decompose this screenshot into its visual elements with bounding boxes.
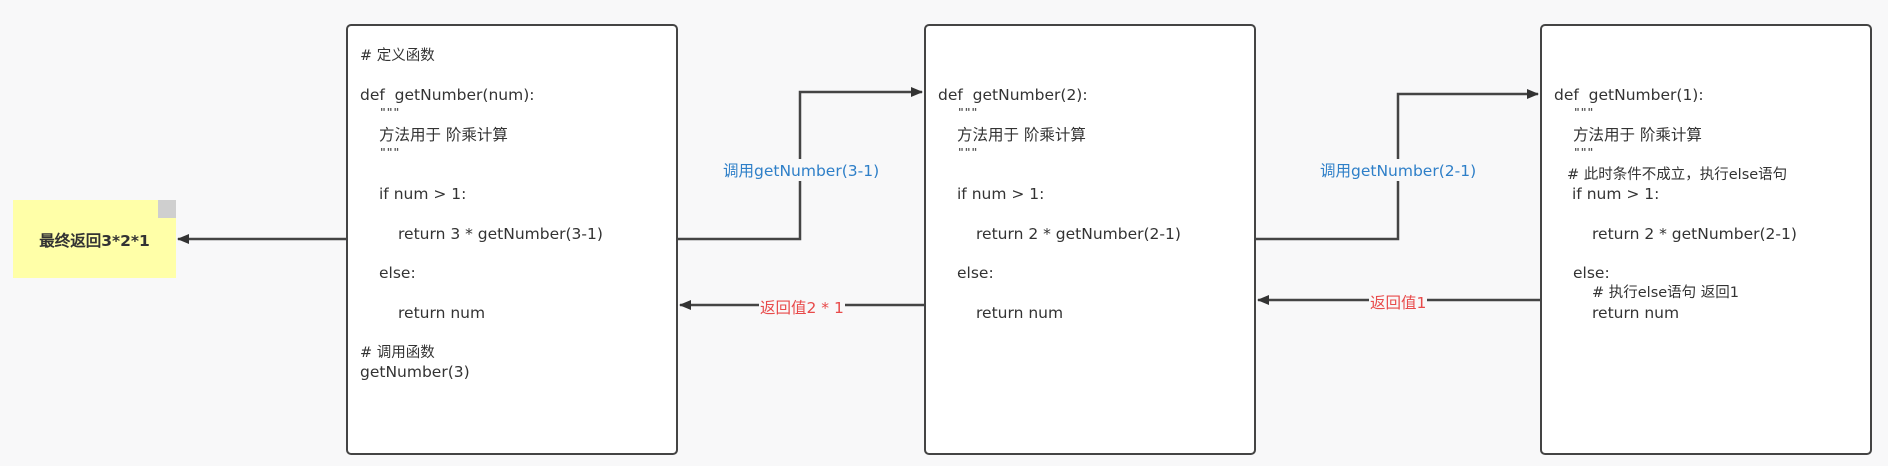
- comment-define: # 定义函数: [360, 48, 435, 64]
- if-line: if num > 1:: [957, 185, 1045, 203]
- def-line: def getNumber(2):: [938, 86, 1088, 104]
- note-fold-corner: [158, 200, 176, 218]
- docstring-open: """: [958, 106, 979, 119]
- docstring-text: 方法用于 阶乘计算: [379, 126, 508, 144]
- edge-label-return-1: 返回值2 * 1: [759, 296, 845, 318]
- call-line: getNumber(3): [360, 363, 470, 381]
- return-num-line: return num: [976, 304, 1064, 322]
- docstring-open: """: [1574, 106, 1595, 119]
- docstring-open: """: [380, 106, 401, 119]
- return-recursive-line: return 2 * getNumber(2-1): [1592, 225, 1797, 243]
- if-line: if num > 1:: [1572, 185, 1660, 203]
- else-line: else:: [957, 264, 994, 282]
- docstring-text: 方法用于 阶乘计算: [1573, 126, 1702, 144]
- return-recursive-line: return 3 * getNumber(3-1): [398, 225, 603, 243]
- code-box-getnumber-1: def getNumber(1): """ 方法用于 阶乘计算 """ # 此时…: [1540, 24, 1872, 455]
- edge-label-call-1: 调用getNumber(3-1): [722, 159, 881, 181]
- docstring-close: """: [1574, 146, 1595, 159]
- comment-condition: # 此时条件不成立，执行else语句: [1567, 167, 1788, 183]
- return-recursive-line: return 2 * getNumber(2-1): [976, 225, 1181, 243]
- comment-else: # 执行else语句 返回1: [1592, 285, 1740, 301]
- code-box-getnumber-2: def getNumber(2): """ 方法用于 阶乘计算 """ if n…: [924, 24, 1256, 455]
- edge-label-return-2: 返回值1: [1369, 291, 1428, 313]
- def-line: def getNumber(num):: [360, 86, 535, 104]
- docstring-text: 方法用于 阶乘计算: [957, 126, 1086, 144]
- docstring-close: """: [958, 146, 979, 159]
- code-box-getnumber-3: # 定义函数 def getNumber(num): """ 方法用于 阶乘计算…: [346, 24, 678, 455]
- edge-label-call-2: 调用getNumber(2-1): [1319, 159, 1478, 181]
- else-line: else:: [379, 264, 416, 282]
- docstring-close: """: [380, 146, 401, 159]
- result-note: 最终返回3*2*1: [13, 200, 176, 278]
- else-line: else:: [1573, 264, 1610, 282]
- comment-call: # 调用函数: [360, 345, 435, 361]
- if-line: if num > 1:: [379, 185, 467, 203]
- return-num-line: return num: [1592, 304, 1680, 322]
- note-text: 最终返回3*2*1: [39, 232, 150, 250]
- return-num-line: return num: [398, 304, 486, 322]
- def-line: def getNumber(1):: [1554, 86, 1704, 104]
